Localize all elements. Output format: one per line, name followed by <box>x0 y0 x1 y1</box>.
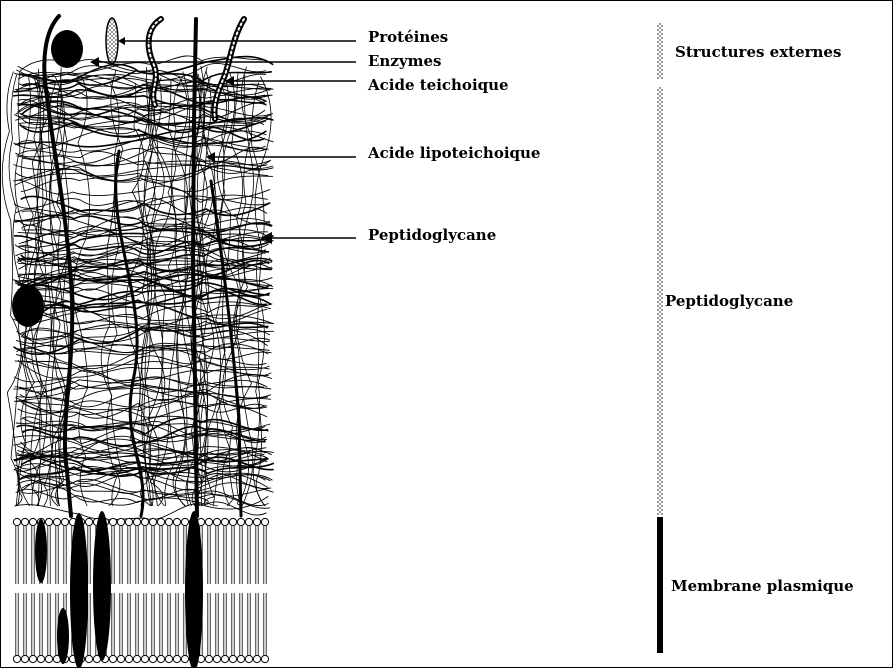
label-enzymes: Enzymes <box>368 52 441 70</box>
label-peptidoglycane: Peptidoglycane <box>368 226 496 244</box>
protein-blob-side <box>12 285 44 327</box>
protein-blob <box>51 30 83 68</box>
structures-externes-bar <box>657 23 663 79</box>
region-peptidoglycane: Peptidoglycane <box>665 292 793 310</box>
membrane-plasmique-bar <box>657 517 663 653</box>
label-acide-lipoteichoique: Acide lipoteichoique <box>367 144 540 162</box>
peptidoglycan-mesh <box>2 56 274 520</box>
enzyme-shape <box>106 18 118 64</box>
peptidoglycane-bar <box>657 87 663 515</box>
label-proteines: Protéines <box>368 28 448 46</box>
region-membrane-plasmique: Membrane plasmique <box>671 577 854 595</box>
region-structures-externes: Structures externes <box>675 43 841 61</box>
lipid-bilayer <box>13 518 268 662</box>
label-acide-teichoique: Acide teichoique <box>367 76 509 94</box>
leader-lines <box>90 37 356 244</box>
